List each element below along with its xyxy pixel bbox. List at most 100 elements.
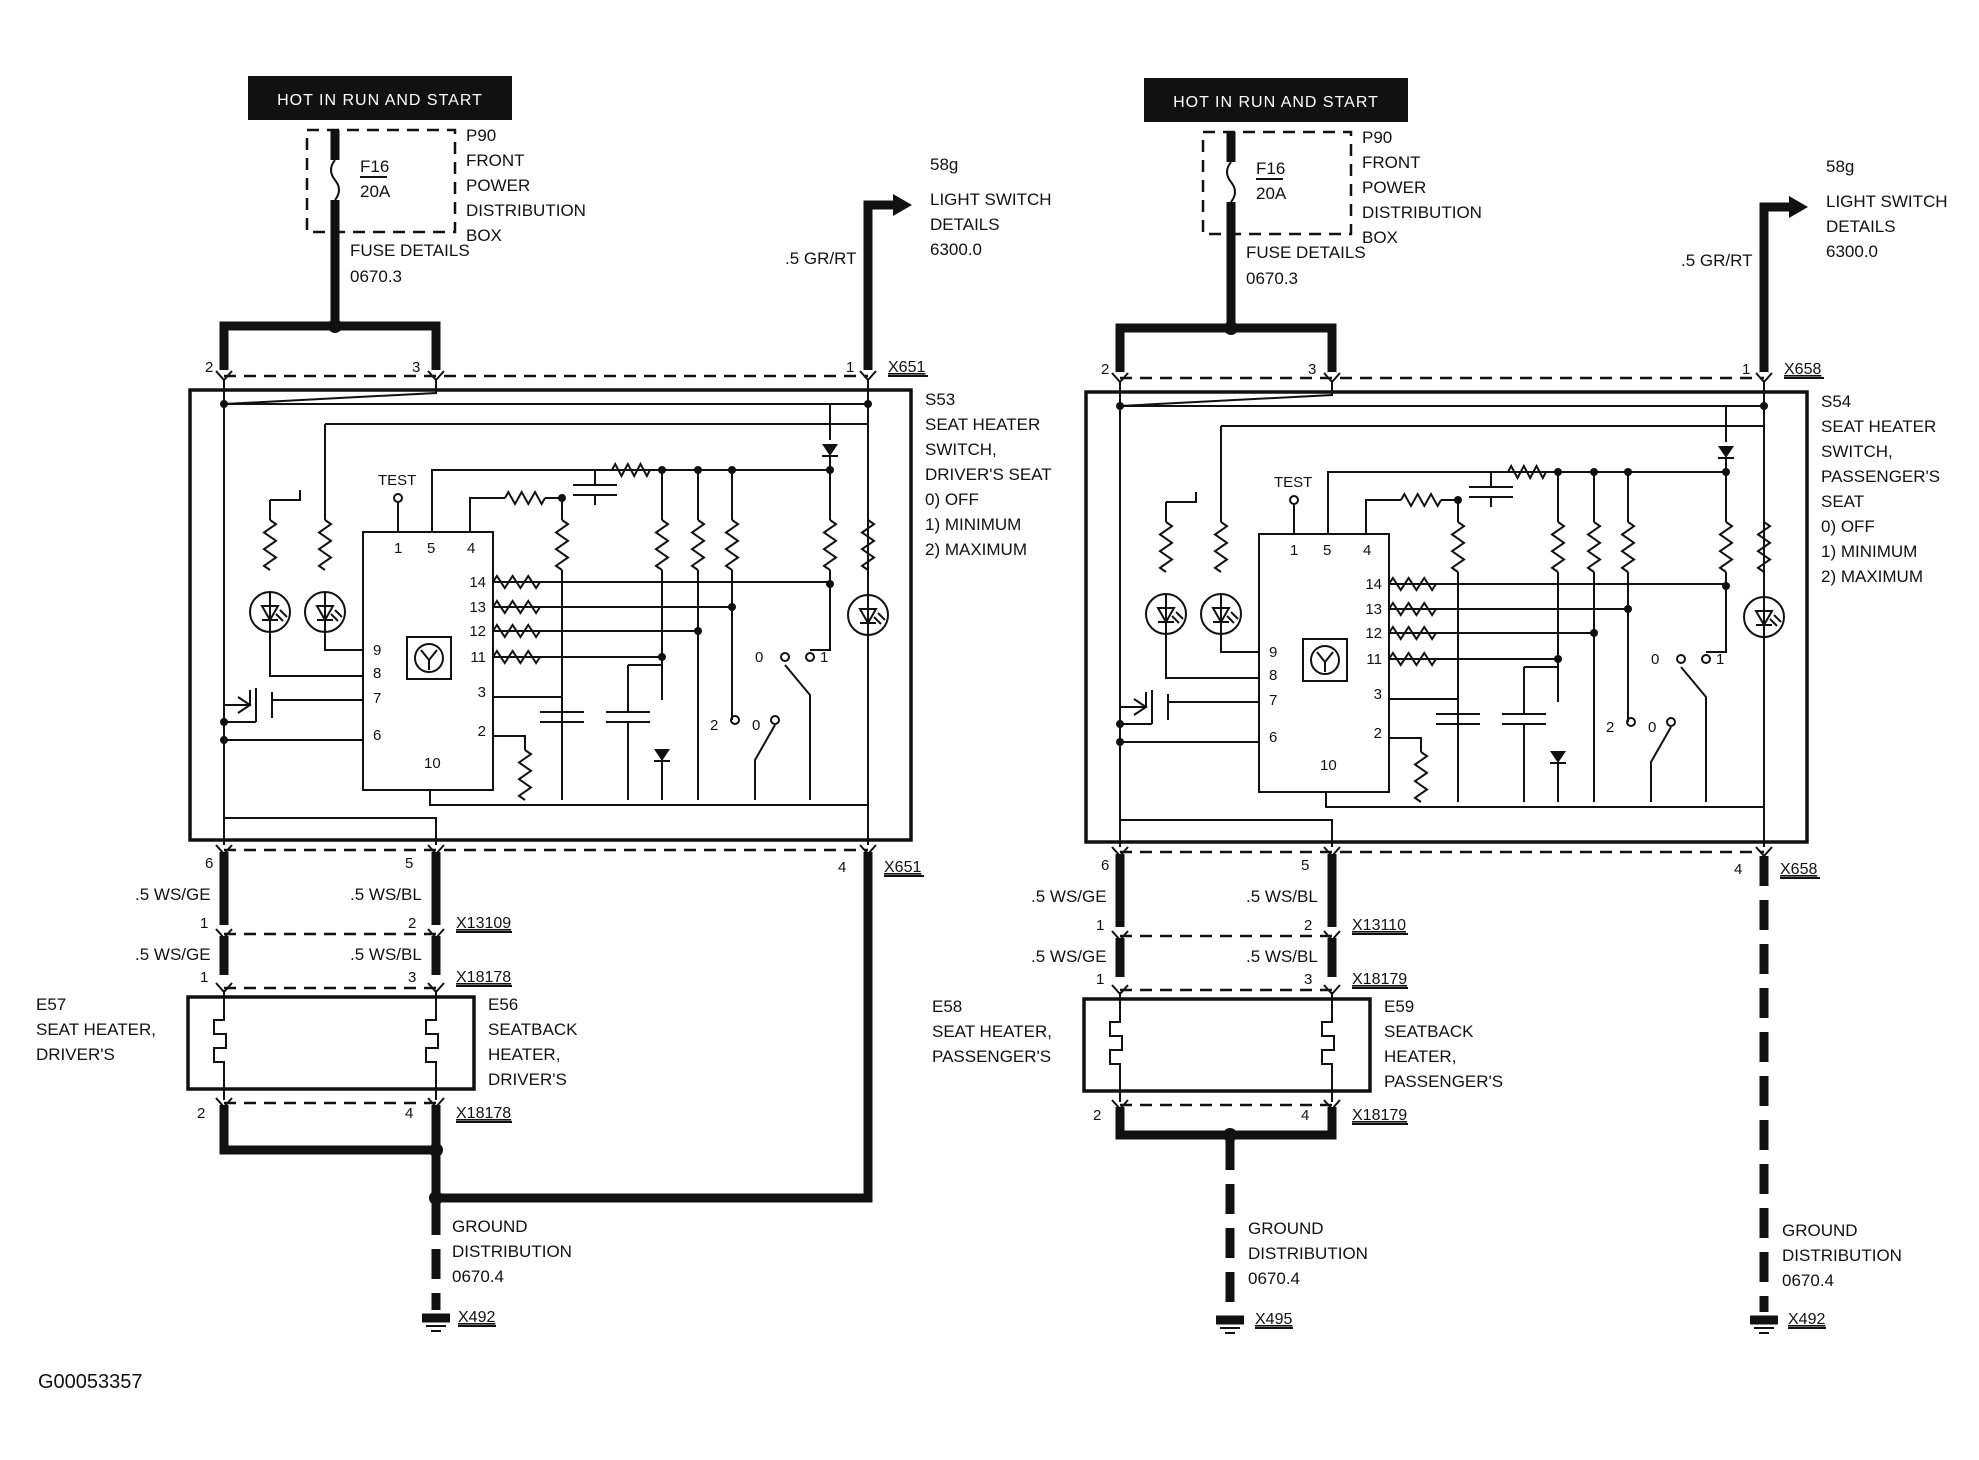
pin-number: 3 <box>1304 971 1312 988</box>
ic-pin: 14 <box>1365 576 1382 593</box>
ground-connector-id: X495 <box>1255 1311 1292 1328</box>
ground-label: 0670.4 <box>1782 1271 1834 1290</box>
ground-symbol <box>422 1313 450 1332</box>
ic-sensor-circle <box>1310 645 1340 675</box>
switch-module-label: DRIVER'S SEAT <box>925 465 1052 484</box>
pin-number: 1 <box>846 359 854 376</box>
junction-dot <box>658 653 666 661</box>
ic-sensor-symbol <box>420 649 438 670</box>
connector-id: X13109 <box>456 915 511 932</box>
ground-connector-id: X492 <box>458 1309 495 1326</box>
ic-pin: 13 <box>1365 601 1382 618</box>
junction-dot <box>220 736 228 744</box>
switch-contact <box>730 715 740 725</box>
pin-number: 3 <box>412 359 420 376</box>
wire-color-label: .5 WS/BL <box>350 885 422 904</box>
resistor <box>1550 521 1566 573</box>
ic-pin: 1 <box>1290 542 1298 559</box>
resistor <box>1586 521 1602 573</box>
heater-back-label: HEATER, <box>1384 1047 1456 1066</box>
pin-number: 1 <box>1742 361 1750 378</box>
control-ic <box>1258 533 1390 793</box>
ic-pin: 12 <box>1365 625 1382 642</box>
switch-module-label: 1) MINIMUM <box>925 515 1021 534</box>
power-header-text: HOT IN RUN AND START <box>1173 94 1379 111</box>
junction-dot <box>1116 720 1124 728</box>
pin-number: 1 <box>200 915 208 932</box>
light-switch-label: 6300.0 <box>930 240 982 259</box>
ground-label: GROUND <box>452 1217 528 1236</box>
heater-back-label: HEATER, <box>488 1045 560 1064</box>
ic-sensor <box>1302 638 1348 682</box>
light-switch-label: 58g <box>930 155 958 174</box>
ic-pin: 5 <box>1323 542 1331 559</box>
switch-lever <box>1650 726 1672 802</box>
led-indicator <box>847 594 889 636</box>
internal-rail <box>223 380 437 405</box>
pin-number: 4 <box>1301 1107 1309 1124</box>
test-point <box>393 493 403 503</box>
wire-color-label: .5 WS/GE <box>1031 887 1107 906</box>
resistor <box>860 519 876 571</box>
ic-pin: 7 <box>1269 692 1277 709</box>
light-switch-arrow <box>893 194 912 216</box>
switch-module-label: S53 <box>925 390 955 409</box>
ground-return-wire <box>436 852 873 1203</box>
fuse-rating: 20A <box>360 182 391 201</box>
heater-back-label: SEATBACK <box>1384 1022 1474 1041</box>
switch-position: 1 <box>1716 651 1724 668</box>
ic-pin: 7 <box>373 690 381 707</box>
capacitor <box>1469 486 1513 498</box>
fuse-box-label: FRONT <box>1362 153 1421 172</box>
internal-wire <box>269 632 363 677</box>
passenger-seat-heater-circuit: HOT IN RUN AND STARTF1620AP90FRONTPOWERD… <box>932 78 1948 1334</box>
fuse-details-label: FUSE DETAILS <box>1246 243 1366 262</box>
switch-module-label: PASSENGER'S <box>1821 467 1940 486</box>
light-switch-label: 6300.0 <box>1826 242 1878 261</box>
capacitor <box>1502 713 1546 725</box>
ic-pin: 2 <box>1374 725 1382 742</box>
diode <box>1550 751 1566 764</box>
ic-sensor-symbol <box>1316 651 1334 672</box>
fuse-box-outline <box>305 128 457 234</box>
pin-number: 4 <box>838 859 846 876</box>
resistor <box>1158 521 1174 573</box>
pin-number: 2 <box>408 915 416 932</box>
ic-pin: 2 <box>478 723 486 740</box>
diode <box>1718 446 1734 459</box>
driver-seat-heater-circuit: HOT IN RUN AND STARTF1620AP90FRONTPOWERD… <box>36 76 1052 1332</box>
heater-back-label: DRIVER'S <box>488 1070 567 1089</box>
fuse-element <box>330 159 340 201</box>
wire-color-label: .5 WS/BL <box>1246 947 1318 966</box>
switch-position: 0 <box>752 717 760 734</box>
internal-wire <box>431 469 830 532</box>
pin-number: 2 <box>205 359 213 376</box>
resistor <box>317 519 333 571</box>
junction-dot <box>1624 468 1632 476</box>
capacitor <box>606 711 650 723</box>
pin-number: 3 <box>1308 361 1316 378</box>
resistor <box>654 519 670 571</box>
switch-contact <box>805 652 815 662</box>
ground-label: GROUND <box>1782 1221 1858 1240</box>
resistor <box>1413 751 1429 803</box>
light-switch-label: LIGHT SWITCH <box>1826 192 1948 211</box>
heater-back-label: E59 <box>1384 997 1414 1016</box>
switch-module-label: SWITCH, <box>1821 442 1893 461</box>
pin-number: 1 <box>1096 971 1104 988</box>
diode <box>654 749 670 762</box>
ic-pin: 13 <box>469 599 486 616</box>
ic-sensor <box>406 636 452 680</box>
capacitor <box>573 484 617 496</box>
pin-number: 1 <box>200 969 208 986</box>
seatback-heater-element <box>425 990 439 1100</box>
connector-id: X18178 <box>456 1105 511 1122</box>
fuse-box-label: DISTRIBUTION <box>466 201 586 220</box>
led-indicator <box>304 591 346 633</box>
internal-wire <box>1165 634 1259 679</box>
internal-wire <box>469 497 505 532</box>
junction-dot <box>694 466 702 474</box>
switch-module-label: 2) MAXIMUM <box>925 540 1027 559</box>
fuse-rating: 20A <box>1256 184 1287 203</box>
